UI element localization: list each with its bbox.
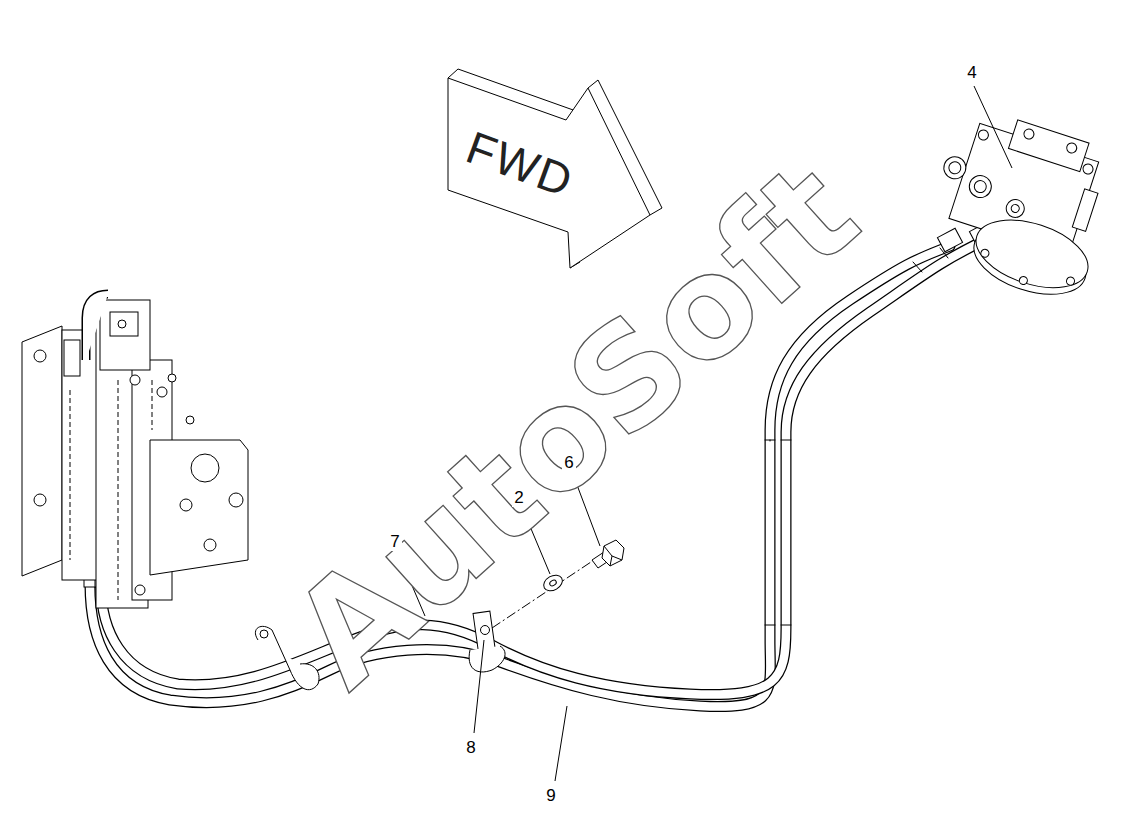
bolt: [592, 540, 624, 568]
callout-number: 2: [512, 488, 525, 507]
washer: [541, 572, 565, 594]
arrow-face: [448, 78, 650, 268]
callout-number: 9: [544, 786, 557, 805]
control-valve: [22, 294, 248, 608]
callout-number: 4: [965, 63, 978, 82]
steering-unit: [915, 103, 1125, 307]
callout-number: 7: [388, 532, 401, 551]
callout-number: 6: [562, 453, 575, 472]
direction-arrow: FWD: [440, 60, 672, 280]
arrow-depth: [448, 69, 662, 268]
callout-number: 8: [464, 738, 477, 757]
